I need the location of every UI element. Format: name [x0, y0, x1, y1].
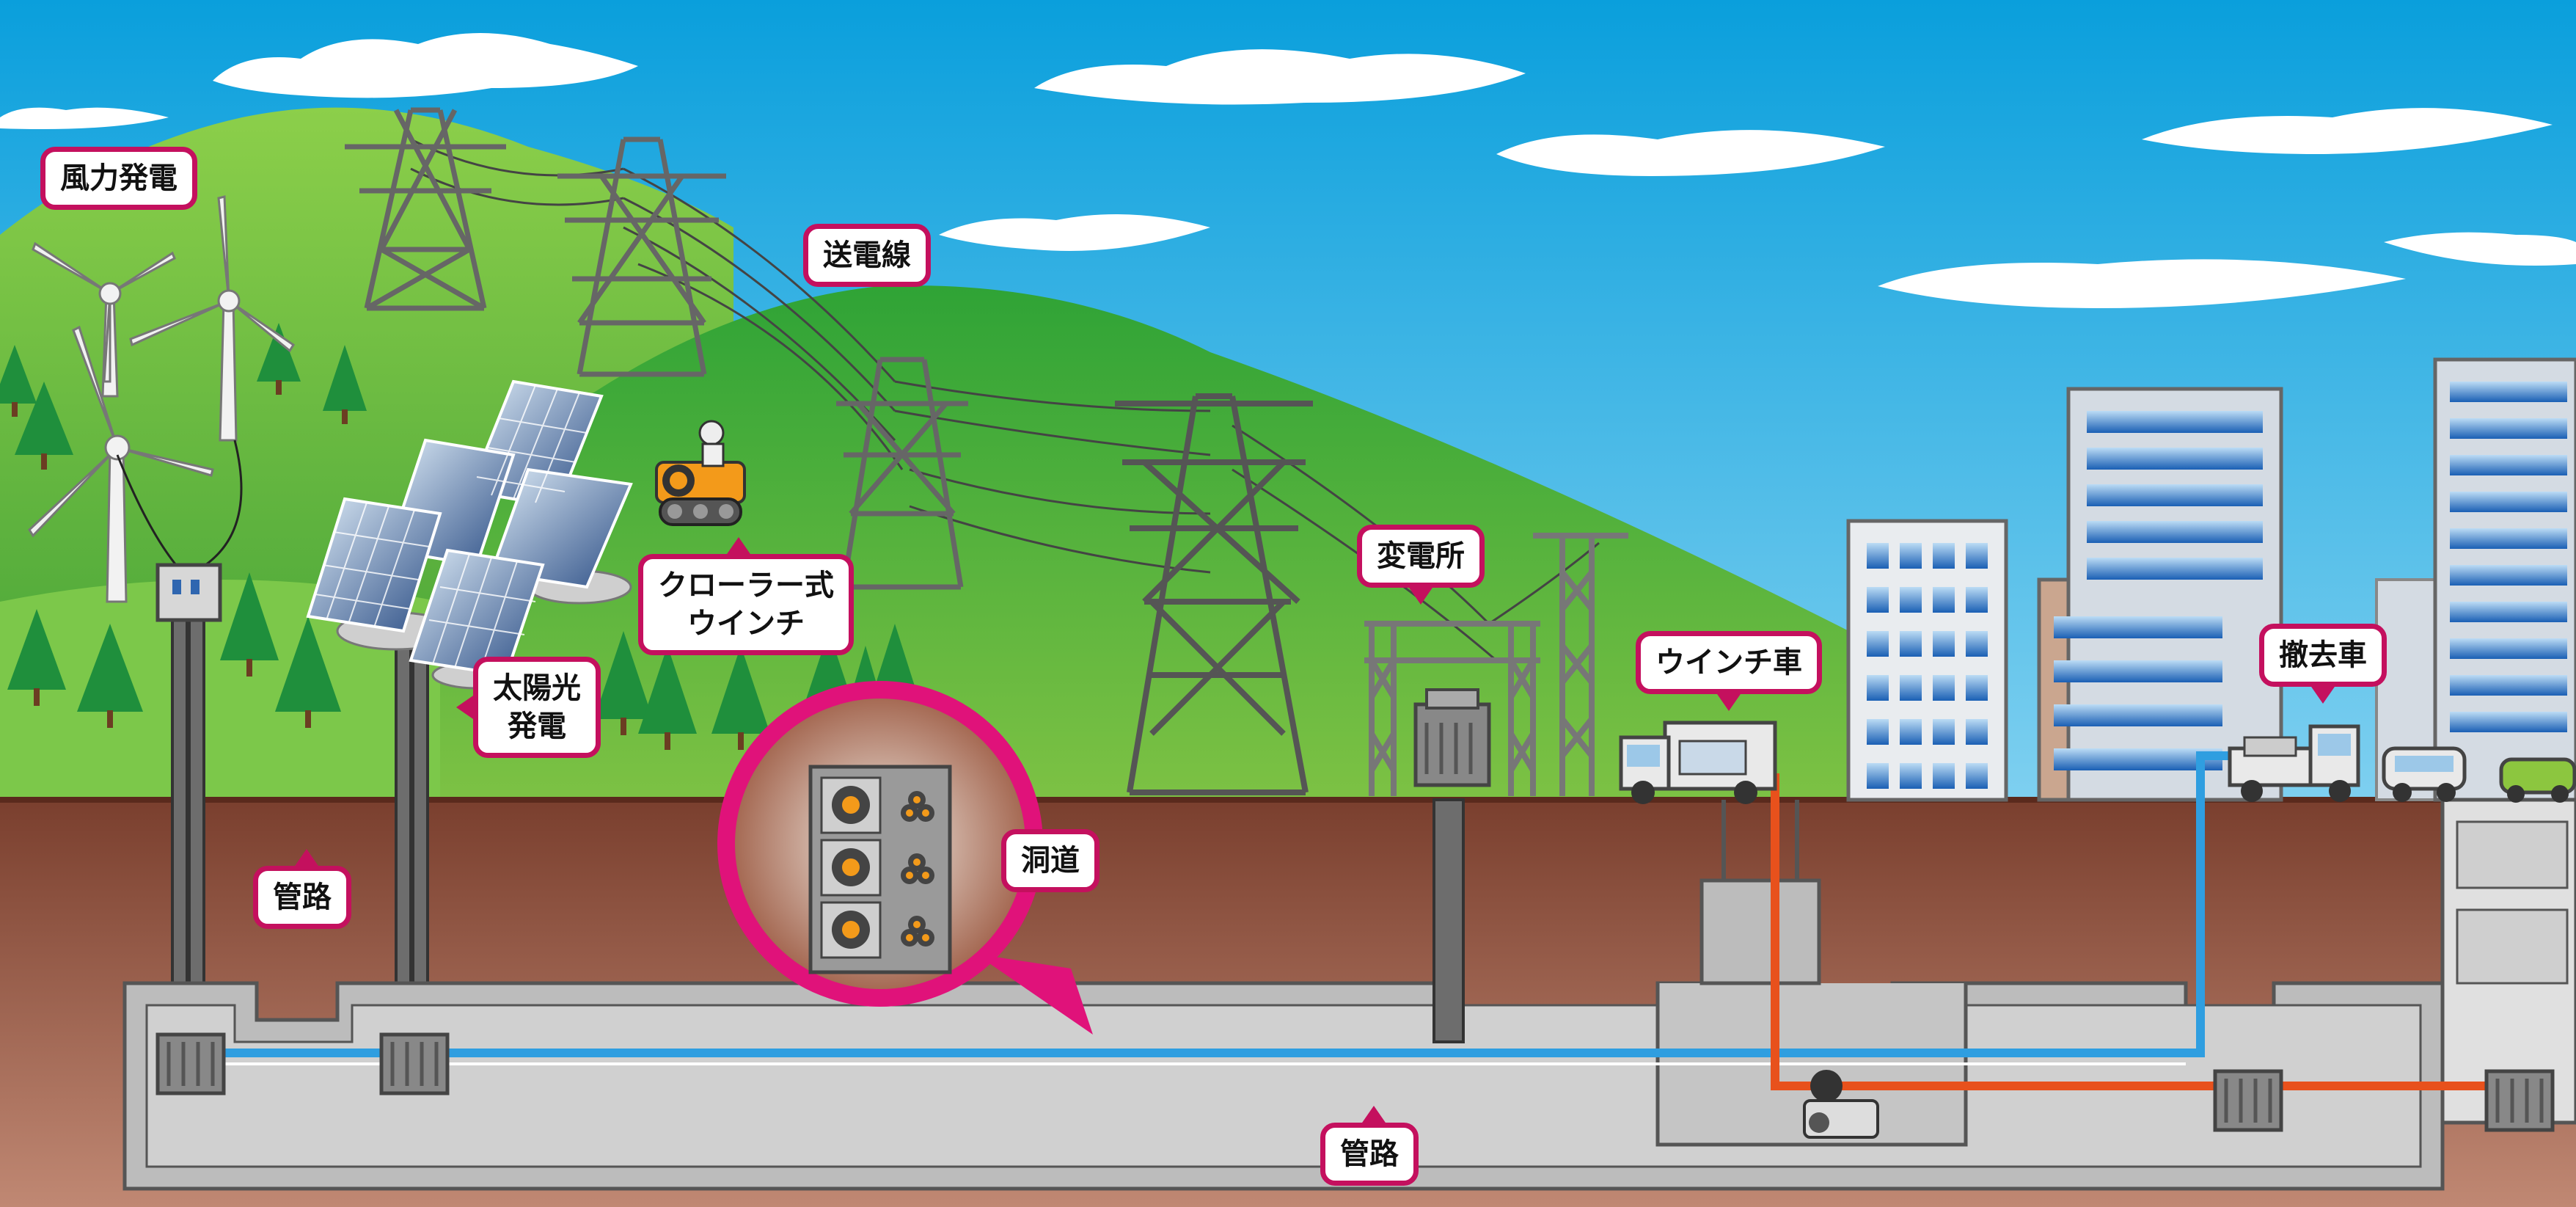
crawler-winch-icon — [655, 420, 746, 526]
transmission-tower-icon — [1115, 393, 1313, 795]
transmission-tower-icon — [836, 357, 968, 590]
tunnel-cross-section-icon — [717, 681, 1093, 1035]
solar-power-label-line1: 太陽光 — [493, 671, 581, 705]
solar-power-label: 太陽光 発電 — [456, 657, 601, 758]
crawler-winch-label: クローラー式 ウインチ — [638, 537, 854, 655]
transmission-tower-icon — [345, 107, 506, 311]
transmission-tower-icon — [557, 136, 726, 377]
transmission-line-label: 送電線 — [803, 224, 931, 287]
substation-icon — [1364, 533, 1628, 796]
conduit-label-bottom: 管路 — [1320, 1106, 1419, 1186]
winch-truck-label: ウインチ車 — [1636, 631, 1822, 711]
wind-turbine-icon — [28, 195, 296, 603]
crawler-winch-label-line1: クローラー式 — [658, 569, 834, 602]
cable-puller-icon — [1803, 1070, 1879, 1139]
clouds — [0, 33, 2576, 308]
cable-blue — [183, 751, 2244, 1057]
transformer-icon — [155, 1032, 2555, 1132]
solar-power-label-line2: 発電 — [508, 710, 566, 743]
removal-truck-label: 撤去車 — [2259, 624, 2387, 704]
building-icon — [1846, 357, 2576, 802]
conduit-label-left: 管路 — [253, 849, 351, 929]
wind-power-label: 風力発電 — [40, 147, 197, 210]
substation-label: 変電所 — [1357, 525, 1485, 605]
removal-truck-icon — [2228, 724, 2576, 803]
crawler-winch-label-line2: ウインチ — [687, 607, 805, 641]
tunnel-label: 洞道 — [1001, 829, 1099, 892]
solar-panel-icon — [306, 379, 633, 690]
winch-truck-icon — [1619, 721, 1777, 804]
transformer-icon — [1413, 688, 1491, 787]
